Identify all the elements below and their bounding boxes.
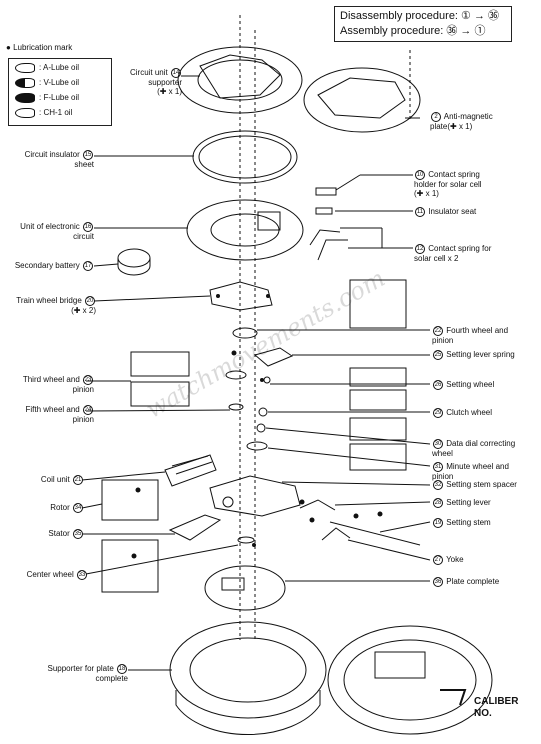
- caliber-line2: NO.: [474, 708, 492, 719]
- lube-v-row: : V-Lube oil: [15, 77, 79, 89]
- stator-part: [168, 514, 222, 541]
- yoke-part: [321, 527, 351, 541]
- electronic-circuit-unit-part: [186, 199, 304, 261]
- contact-spring-holder-part: [315, 187, 337, 196]
- lubrication-legend-title: ● Lubrication mark: [6, 43, 73, 52]
- circuit-insulator-sheet-part: [192, 130, 298, 184]
- assembly-procedure-text: Assembly procedure: ㊱ → ①: [340, 25, 486, 37]
- v-lube-oil-icon: [15, 77, 35, 88]
- label-secondary-battery: Secondary battery 17: [14, 261, 93, 271]
- label-stator: Stator 35: [48, 529, 83, 539]
- minute-wheel-detail-box: [349, 443, 407, 471]
- rotor-part: [222, 496, 234, 508]
- label-third-wheel: Third wheel and 23 pinion: [22, 375, 94, 394]
- data-dial-wheel-detail-box: [349, 417, 407, 441]
- lube-f-row: : F-Lube oil: [15, 92, 79, 104]
- lubrication-legend: : A-Lube oil : V-Lube oil : F-Lube oil :…: [8, 58, 112, 126]
- label-insulator-seat: 11 Insulator seat: [415, 207, 477, 217]
- label-setting-stem-spacer: 32 Setting stem spacer: [433, 480, 517, 490]
- third-wheel-part: [225, 370, 247, 380]
- fourth-wheel-part: [232, 327, 258, 339]
- center-wheel-detail-box: [101, 539, 159, 593]
- label-clutch-wheel: 29 Clutch wheel: [433, 408, 493, 418]
- caliber-label: CALIBER NO.: [474, 696, 518, 720]
- coil-unit-part: [164, 454, 217, 487]
- label-minute-wheel: 31 Minute wheel and pinion: [432, 462, 509, 481]
- label-setting-lever: 28 Setting lever: [433, 498, 491, 508]
- setting-stem-part: [329, 521, 421, 546]
- supporter-plate-part: [169, 621, 327, 735]
- f-lube-oil-icon: [15, 92, 35, 103]
- center-wheel-part: [237, 536, 255, 544]
- label-contact-spring-holder: 10 Contact spring holder for solar cell(…: [414, 170, 482, 198]
- caliber-line1: CALIBER: [474, 696, 519, 707]
- fifth-wheel-part: [228, 403, 244, 411]
- label-fourth-wheel: 22 Fourth wheel and pinion: [432, 326, 509, 345]
- label-plate-complete: 36 Plate complete: [433, 577, 500, 587]
- label-yoke: 27 Yoke: [433, 555, 464, 565]
- label-rotor: Rotor 34: [50, 503, 83, 513]
- label-train-wheel-bridge: Train wheel bridge 20 (✚ x 2): [16, 296, 96, 315]
- setting-lever-spring-part: [253, 347, 294, 367]
- minute-wheel-part: [246, 441, 268, 451]
- clutch-wheel-detail-box: [349, 389, 407, 411]
- setting-wheel-detail-box: [349, 367, 407, 387]
- label-fifth-wheel: Fifth wheel and 24 pinion: [25, 405, 94, 424]
- assembled-movement-view: [327, 625, 493, 735]
- setting-lever-part: [299, 499, 336, 511]
- label-setting-stem: 19 Setting stem: [433, 518, 491, 528]
- label-supporter-plate: Supporter for plate 18 complete: [47, 664, 128, 683]
- lube-a-row: : A-Lube oil: [15, 62, 79, 74]
- procedure-box: Disassembly procedure: ① → ㊱ Assembly pr…: [334, 6, 512, 42]
- label-data-dial-correcting-wheel: 30 Data dial correcting wheel: [432, 439, 516, 458]
- train-wheel-bridge-part: [209, 281, 273, 311]
- fifth-wheel-detail-box: [130, 381, 190, 407]
- label-electronic-circuit-unit: Unit of electronic 16 circuit: [20, 222, 94, 241]
- lube-ch1-row: : CH-1 oil: [15, 107, 72, 119]
- third-wheel-detail-box: [130, 351, 190, 377]
- ch1-oil-icon: [15, 107, 35, 118]
- circuit-unit-supporter-part: [177, 46, 303, 114]
- label-circuit-unit-supporter: Circuit unit 14 supporter(✚ x 1): [129, 68, 182, 96]
- fourth-wheel-detail-box: [349, 279, 407, 329]
- label-setting-wheel: 26 Setting wheel: [433, 380, 495, 390]
- label-setting-lever-spring: 25 Setting lever spring: [433, 350, 515, 360]
- label-contact-spring-solar: 12 Contact spring for solar cell x 2: [414, 244, 492, 263]
- label-center-wheel: Center wheel 33: [26, 570, 87, 580]
- plate-complete-part: [204, 565, 286, 611]
- secondary-battery-part: [117, 248, 151, 268]
- rotor-detail-box: [101, 479, 159, 521]
- label-anti-magnetic-plate: 2 Anti-magnetic plate(✚ x 1): [430, 112, 493, 131]
- label-coil-unit: Coil unit 21: [40, 475, 83, 485]
- disassembly-procedure-text: Disassembly procedure: ① → ㊱: [340, 10, 500, 22]
- anti-magnetic-plate-part: [303, 67, 421, 133]
- contact-spring-part: [309, 229, 348, 261]
- label-circuit-insulator-sheet: Circuit insulator 15 sheet: [24, 150, 94, 169]
- a-lube-oil-icon: [15, 62, 35, 73]
- main-frame-part: [209, 475, 301, 517]
- insulator-seat-part: [315, 207, 333, 215]
